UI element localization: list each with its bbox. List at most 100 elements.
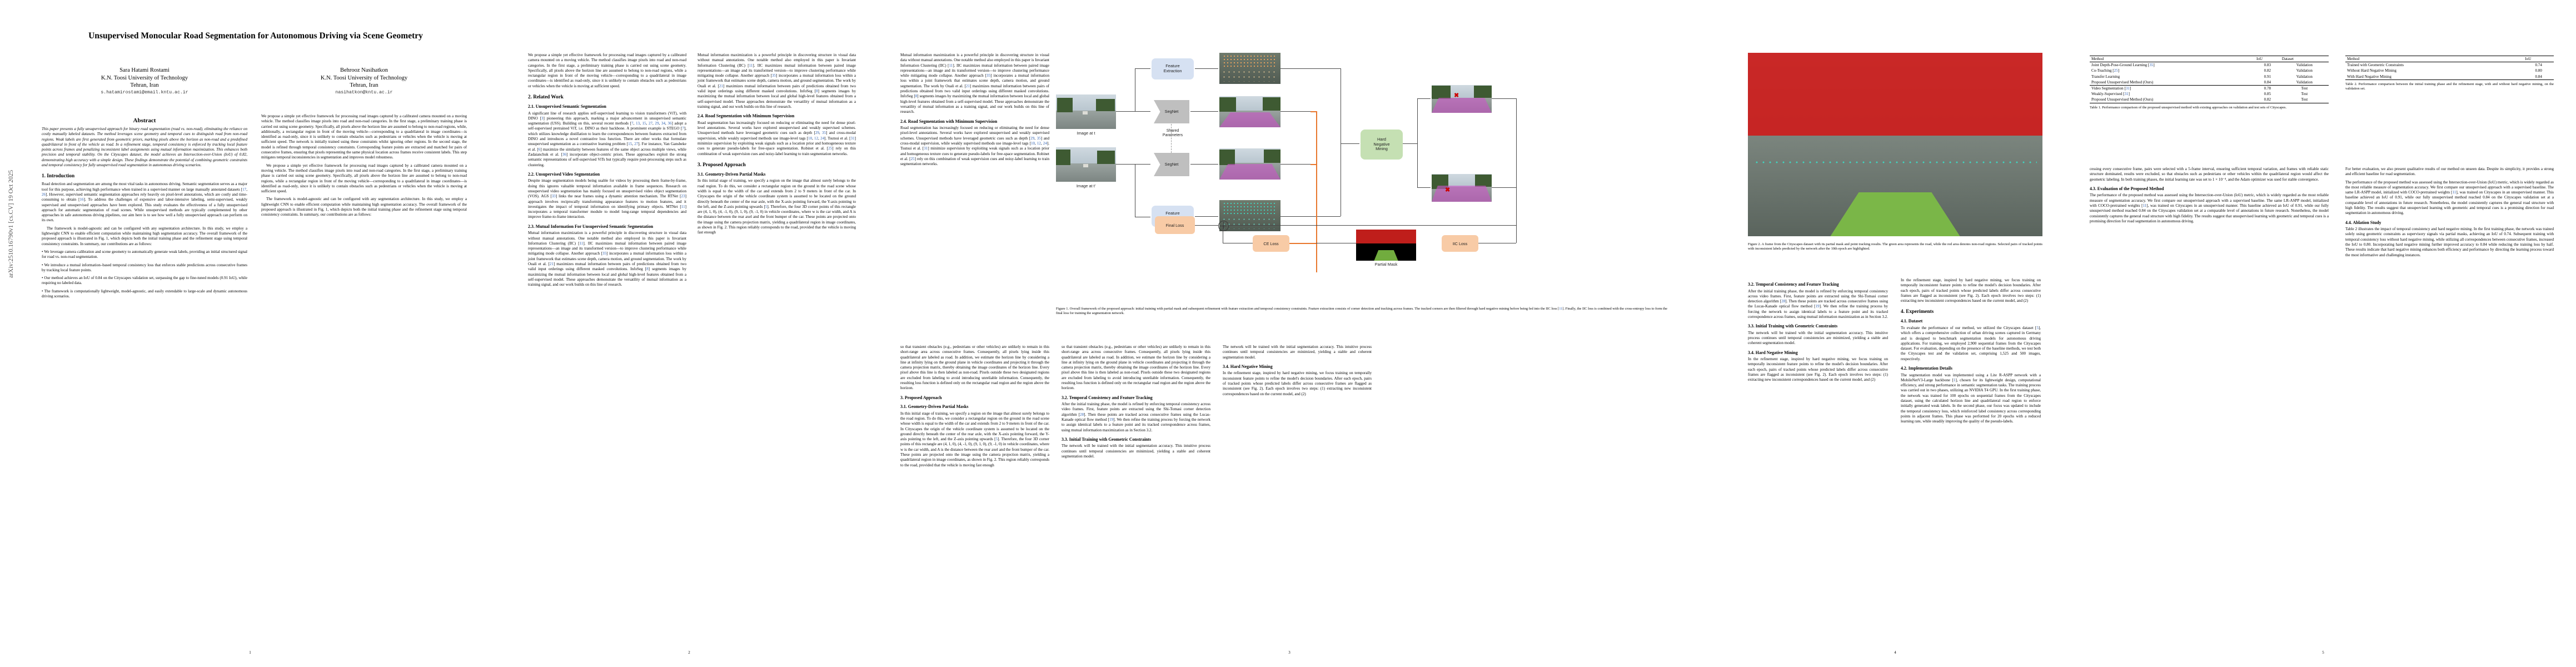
table-2-caption: Table 2. Performance comparison between … xyxy=(2345,82,2554,91)
page4-right-column: In the refinement stage, inspired by har… xyxy=(1901,278,2041,427)
author-name-1: Sara Hatami Rostami xyxy=(119,67,170,73)
arxiv-stamp: arXiv:2510.16790v1 [cs.CV] 19 Oct 2025 xyxy=(8,170,14,278)
table-1-header-dataset: Dataset xyxy=(2280,55,2329,62)
segnet-top-label: SegNet xyxy=(1164,109,1179,114)
heading-related-work: 2. Related Work xyxy=(528,94,564,100)
p4-left-text: After the initial training phase, the mo… xyxy=(1748,288,1888,319)
page5-left-column: cessing every consecutive frame, pairs w… xyxy=(2090,167,2329,227)
p3-col-a-text2: Road segmentation has increasingly focus… xyxy=(900,126,1050,167)
heading-road-seg-minsup-2: 2.4. Road Segmentation with Minimum Supe… xyxy=(900,118,998,124)
intro-paragraph-1: Road detection and segmentation are amon… xyxy=(42,182,247,223)
table-1-cell-method: Joint Depth-Pose-Ground Learning [35] xyxy=(2090,62,2255,68)
page1-right-column: We propose a simple yet effective framew… xyxy=(261,114,467,221)
author-affil-2: K.N. Toosi University of Technology xyxy=(320,74,408,81)
p3-col-d-text2: In the refinement stage, inspired by har… xyxy=(1223,371,1372,396)
shared-parameters-connector xyxy=(1171,124,1172,153)
table-1-cell-method: Weakly-Supervised [31] xyxy=(2091,92,2130,97)
heading-partial-masks: 3.1. Geometry-Driven Partial Masks xyxy=(697,171,766,177)
figure-2-image xyxy=(1748,53,2042,236)
page3-col-b: so that transient obstacles (e.g., pedes… xyxy=(900,345,1049,471)
p4-left-text3: In the refinement stage, inspired by har… xyxy=(1748,357,1888,382)
p5-ablation-text: Table 2 illustrates the impact of tempor… xyxy=(2345,227,2554,257)
table-1-cell-method: Transfer Learning xyxy=(2091,74,2120,79)
iic-loss-node: IIC Loss xyxy=(1442,235,1478,252)
table-1-wrapper: Method IoU Dataset Joint Depth-Pose-Grou… xyxy=(2090,55,2329,110)
table-2-header-iou: IoU xyxy=(2523,55,2554,62)
page-number-2: 2 xyxy=(688,650,690,655)
table-1-header-method: Method xyxy=(2090,55,2255,62)
page3-col-d: The network will be trained with the ini… xyxy=(1223,345,1372,400)
figure-1-caption: Figure 1. Overall framework of the propo… xyxy=(1056,307,1667,316)
table-2-cell-method: Without Hard Negative Mining xyxy=(2347,68,2396,73)
table-1-cell-method: Proposed Unsupervised Method (Ours) xyxy=(2091,79,2154,84)
p5-right-lead: For better evaluation, we also present q… xyxy=(2345,167,2554,177)
table-1-cell-dataset: Validation xyxy=(2280,62,2329,68)
page-number-1: 1 xyxy=(249,650,251,655)
inconsistent-point-marker-t: ✖ xyxy=(1454,92,1459,99)
heading-dataset: 4.1. Dataset xyxy=(1901,318,1923,324)
page-number-4: 4 xyxy=(1894,650,1896,655)
table-1-header-iou: IoU xyxy=(2255,55,2280,62)
iic-loss-label: IIC Loss xyxy=(1452,241,1468,246)
heading-temporal-consistency-4: 3.2. Temporal Consistency and Feature Tr… xyxy=(1748,282,1839,287)
p3-col-b-text2: In this initial stage of training, we sp… xyxy=(900,411,1049,467)
related-uss-text: A significant line of research applies s… xyxy=(528,111,687,167)
heading-mi-uss: 2.3. Mutual Information For Unsupervised… xyxy=(528,223,654,229)
table-2-header-method: Method xyxy=(2345,55,2524,62)
table-1-cell-iou: 0.78 xyxy=(2255,84,2280,92)
p2-lead-text: We propose a simple yet effective framew… xyxy=(528,53,686,88)
heading-temporal-consistency: 3.2. Temporal Consistency and Feature Tr… xyxy=(1062,395,1153,400)
corner-detection-result-t xyxy=(1219,53,1280,84)
table-2-wrapper: Method IoU Trained with Geometric Constr… xyxy=(2345,55,2554,91)
contribution-1: • We leverage camera calibration and sce… xyxy=(42,249,247,260)
partial-mask-image xyxy=(1356,230,1416,261)
p3-col-b-text: so that transient obstacles (e.g., pedes… xyxy=(900,345,1049,391)
p5-left-text: cessing every consecutive frame, pairs w… xyxy=(2090,167,2329,182)
input-image-t-label: Image at t xyxy=(1077,131,1095,136)
p4-impl-text: The segmentation model was implemented u… xyxy=(1901,372,2041,424)
heading-hard-negative-mining-4: 3.4. Hard Negative Mining xyxy=(1748,350,1798,355)
table-1-cell-method: Co-Teaching [25] xyxy=(2091,68,2120,73)
author-email-2: nasihatkon@kntu.ac.ir xyxy=(335,89,393,95)
page-title: Unsupervised Monocular Road Segmentation… xyxy=(88,31,423,41)
heading-evaluation: 4.3. Evaluation of the Proposed Method xyxy=(2090,186,2164,191)
final-loss-node: Final Loss xyxy=(1155,216,1195,234)
table-1-caption: Table 1. Performance comparison of the p… xyxy=(2090,105,2287,109)
hnm-output-thumb-t: ✖ xyxy=(1432,85,1492,113)
p3-col-c-text: so that transient obstacles (e.g., pedes… xyxy=(1062,345,1210,391)
input-image-tprime-label: Image at t' xyxy=(1076,183,1096,188)
page4-left-column: 3.2. Temporal Consistency and Feature Tr… xyxy=(1748,278,1888,386)
ce-loss-node: CE Loss xyxy=(1253,235,1289,252)
table-row: Without Hard Negative Mining 0.80 xyxy=(2345,68,2554,73)
page1-left-column: Abstract This paper presents a fully uns… xyxy=(42,114,247,302)
segmentation-result-t xyxy=(1219,96,1280,127)
table-1-cell-iou: 0.85 xyxy=(2264,92,2271,97)
contribution-4: • The framework is computationally light… xyxy=(42,288,247,299)
intro-paragraph-3b: The framework is model-agnostic and can … xyxy=(261,197,467,217)
table-1-cell-dataset: Validation xyxy=(2296,79,2313,84)
approach-partialmask-text: In this initial stage of training, we sp… xyxy=(697,178,856,235)
intro-paragraph-2: We propose a simple yet effective framew… xyxy=(261,114,467,160)
page-1: arXiv:2510.16790v1 [cs.CV] 19 Oct 2025 U… xyxy=(0,0,500,667)
table-1-cell-dataset: Validation xyxy=(2296,68,2313,73)
page-5: Method IoU Dataset Joint Depth-Pose-Grou… xyxy=(2067,0,2576,667)
loss-sum-operator xyxy=(1218,221,1229,231)
p3-col-a-text: Mutual information maximization is a pow… xyxy=(900,53,1049,115)
related-uvs-text: Despite image segmentation models being … xyxy=(528,178,686,220)
page3-col-a: Mutual information maximization is a pow… xyxy=(900,53,1049,170)
table-2-cell-iou: 0.80 xyxy=(2535,68,2542,73)
contribution-3: • Our method achieves an IoU of 0.84 on … xyxy=(42,276,247,286)
final-loss-label: Final Loss xyxy=(1165,222,1184,228)
p4-right-text: In the refinement stage, inspired by har… xyxy=(1901,278,2041,303)
heading-initial-training: 3.3. Initial Training with Geometric Con… xyxy=(1062,436,1152,442)
